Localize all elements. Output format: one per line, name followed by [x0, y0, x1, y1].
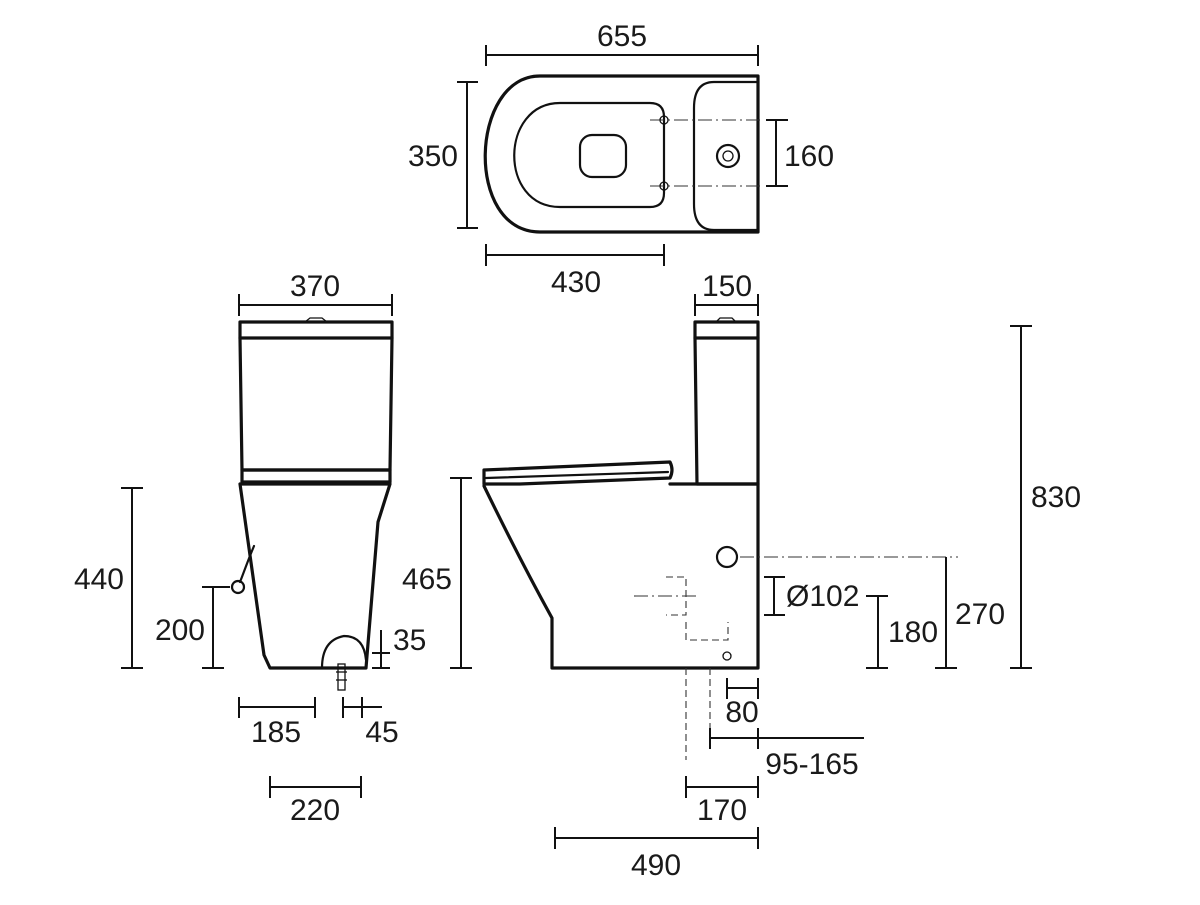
- dim-label-35: 35: [393, 624, 426, 657]
- dim-side-270: 270: [935, 557, 1005, 669]
- dim-top-350: 350: [408, 81, 478, 229]
- front-view: 370 440 200 35 185: [74, 270, 426, 827]
- dim-label-200: 200: [155, 614, 205, 647]
- side-cistern-lid: [693, 320, 760, 340]
- front-cistern-body: [238, 336, 394, 472]
- dim-side-830: 830: [1010, 325, 1081, 669]
- dim-label-160: 160: [784, 140, 834, 173]
- dim-front-185: 185: [238, 697, 316, 749]
- dim-label-150: 150: [702, 270, 752, 303]
- dim-top-655: 655: [485, 20, 759, 66]
- dim-label-diameter: Ø102: [786, 580, 859, 613]
- flush-button-icon: [715, 143, 741, 169]
- dim-label-440: 440: [74, 563, 124, 596]
- dim-side-170: 170: [685, 776, 759, 827]
- fixing-hole-bottom-icon: [659, 181, 669, 191]
- dim-label-430: 430: [551, 266, 601, 299]
- dim-front-220: 220: [269, 776, 362, 827]
- dim-side-180: 180: [866, 595, 938, 669]
- dim-side-diameter: Ø102: [764, 576, 859, 616]
- cistern-top-outline: [692, 80, 760, 232]
- flush-button-inner-icon: [722, 150, 734, 162]
- dim-front-440: 440: [74, 487, 143, 669]
- dim-label-170: 170: [697, 794, 747, 827]
- dim-label-185: 185: [251, 716, 301, 749]
- dim-top-160: 160: [766, 119, 834, 187]
- dim-label-80: 80: [725, 696, 758, 729]
- dim-label-490: 490: [631, 849, 681, 882]
- front-inlet-pipe: [238, 544, 256, 584]
- dim-top-430: 430: [485, 244, 665, 299]
- top-view-seat-rim: [513, 101, 666, 209]
- dim-side-95-165: 95-165: [709, 728, 864, 781]
- front-outlet-spigot: [320, 634, 368, 670]
- dim-front-45: 45: [342, 697, 399, 749]
- dim-front-200: 200: [155, 586, 230, 669]
- outlet-fitting-icon: [337, 663, 346, 691]
- dim-side-80: 80: [725, 678, 759, 729]
- dim-side-150: 150: [694, 270, 759, 316]
- top-view-outline: [483, 74, 760, 234]
- outlet-hole-icon: [722, 651, 732, 661]
- dim-label-350: 350: [408, 140, 458, 173]
- side-cistern-body: [693, 336, 760, 486]
- dim-label-655: 655: [597, 20, 647, 53]
- bowl-opening: [578, 133, 628, 179]
- dim-label-465: 465: [402, 563, 452, 596]
- dim-front-35: 35: [372, 624, 426, 669]
- side-seat: [482, 460, 674, 486]
- dim-front-370: 370: [238, 270, 393, 316]
- front-pan-body: [238, 482, 392, 670]
- dim-label-45: 45: [365, 716, 398, 749]
- side-view: 150 830 465 Ø102 180: [402, 270, 1081, 882]
- dim-label-180: 180: [888, 616, 938, 649]
- dim-side-490: 490: [554, 827, 759, 882]
- waste-inlet-icon: [715, 545, 739, 569]
- dim-side-465: 465: [402, 477, 472, 669]
- front-cistern-lid: [238, 320, 394, 340]
- front-seat-edge: [240, 468, 392, 484]
- dim-label-270: 270: [955, 598, 1005, 631]
- fixing-hole-top-icon: [659, 115, 669, 125]
- dim-label-370: 370: [290, 270, 340, 303]
- inlet-valve-icon: [230, 579, 246, 595]
- hidden-outlet-channel: [685, 622, 729, 641]
- dim-label-95-165: 95-165: [765, 748, 858, 781]
- side-pan-body: [482, 482, 760, 670]
- dim-label-220: 220: [290, 794, 340, 827]
- dim-label-830: 830: [1031, 481, 1081, 514]
- top-view: 655 350 160 430: [408, 20, 834, 299]
